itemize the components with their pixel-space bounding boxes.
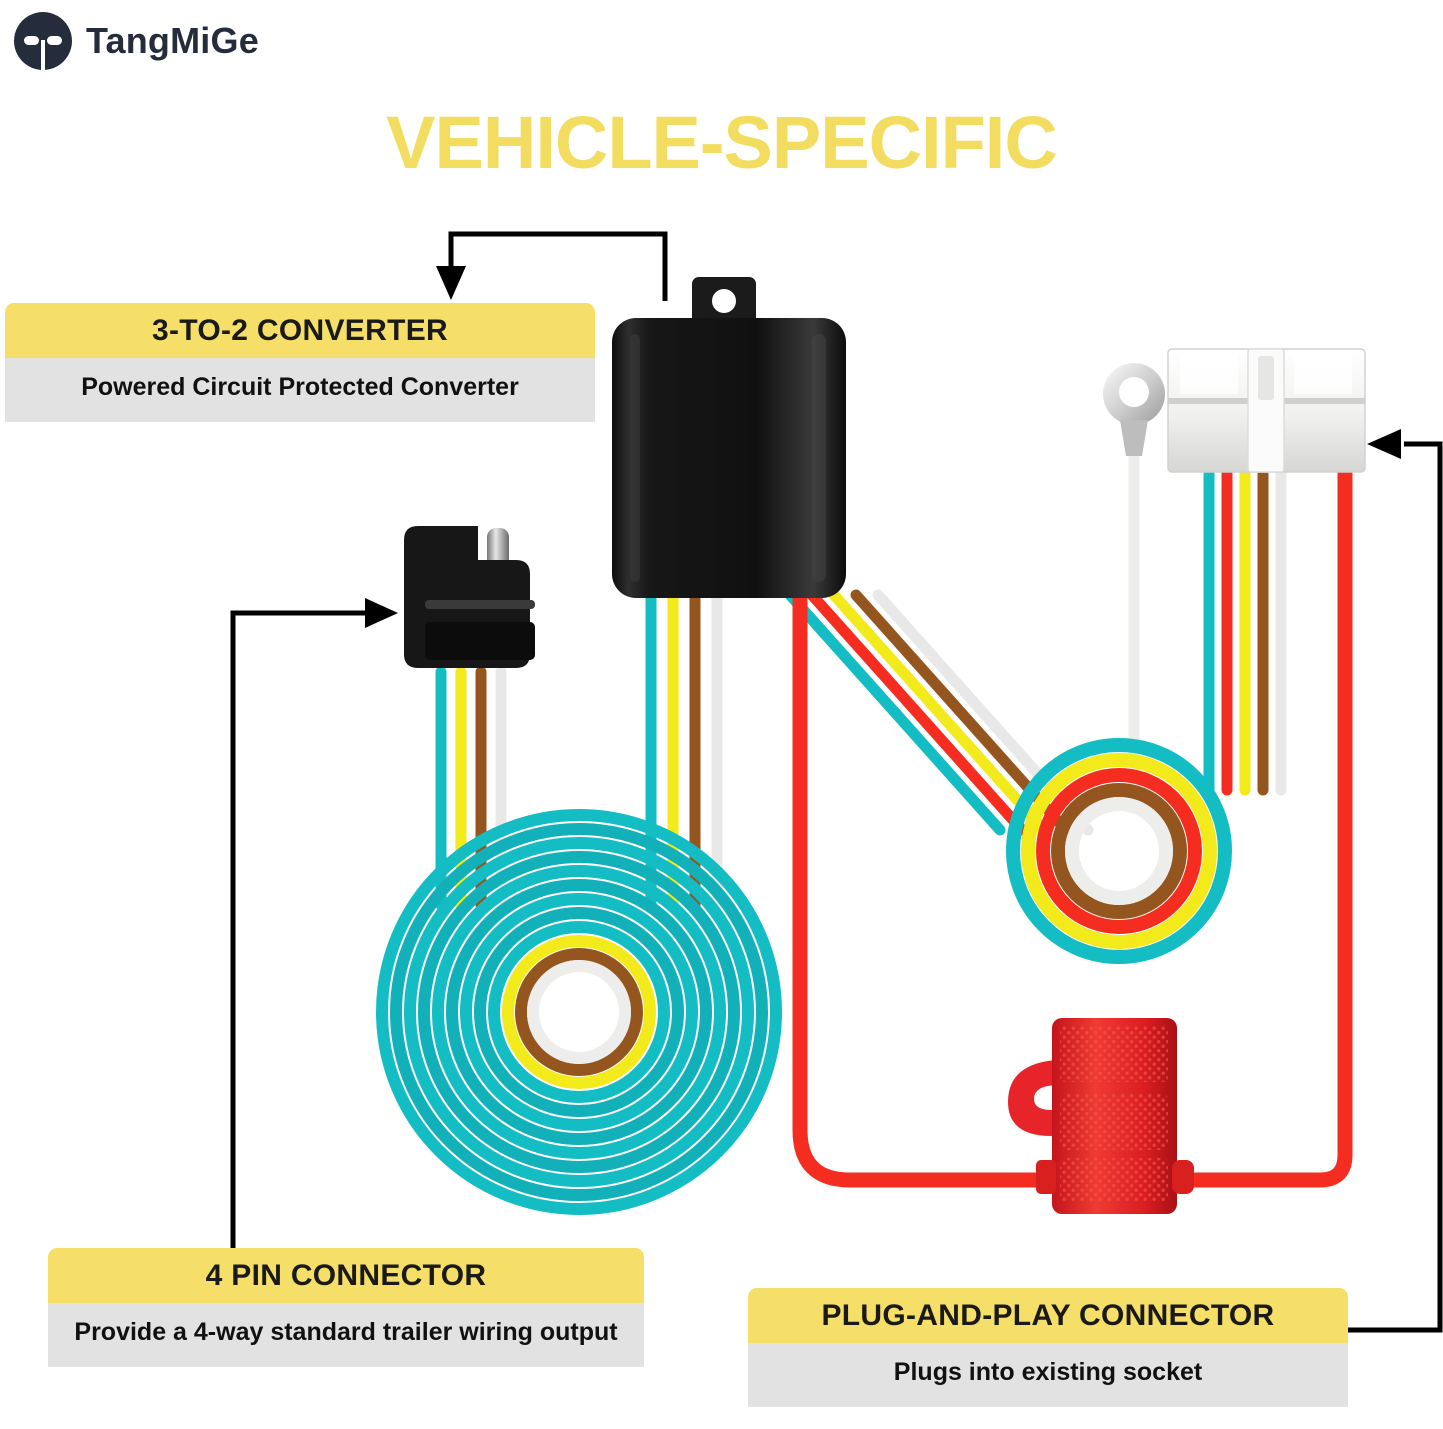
callout-body: Plugs into existing socket bbox=[748, 1343, 1348, 1407]
callout-plug-and-play-connector: PLUG-AND-PLAY CONNECTOR Plugs into exist… bbox=[748, 1288, 1348, 1407]
tangmige-mask-logo-icon bbox=[12, 10, 74, 72]
callout-heading: 3-TO-2 CONVERTER bbox=[5, 303, 595, 358]
converter-module bbox=[612, 277, 846, 598]
callout-3-to-2-converter: 3-TO-2 CONVERTER Powered Circuit Protect… bbox=[5, 303, 595, 422]
leader-line-converter bbox=[448, 231, 668, 301]
brand-logo: TangMiGe bbox=[12, 10, 259, 72]
callout-heading: PLUG-AND-PLAY CONNECTOR bbox=[748, 1288, 1348, 1343]
arrow-head-icon-four-pin bbox=[365, 598, 398, 628]
red-power-wire-loop bbox=[792, 462, 1353, 1188]
callout-4-pin-connector: 4 PIN CONNECTOR Provide a 4-way standard… bbox=[48, 1248, 644, 1367]
inline-fuse-holder bbox=[1008, 1018, 1194, 1214]
page-title: VEHICLE-SPECIFIC bbox=[386, 101, 1058, 184]
right-wire-coil bbox=[1006, 738, 1232, 964]
white-t-connector bbox=[1167, 348, 1366, 473]
brand-name: TangMiGe bbox=[86, 20, 259, 61]
white-connector-down-wires bbox=[1203, 464, 1287, 796]
callout-body: Provide a 4-way standard trailer wiring … bbox=[48, 1303, 644, 1367]
leader-line-four-pin bbox=[230, 610, 366, 1250]
ring-terminal bbox=[1103, 363, 1165, 456]
callout-heading: 4 PIN CONNECTOR bbox=[48, 1248, 644, 1303]
left-wire-coil bbox=[376, 809, 782, 1215]
arrow-head-icon-converter bbox=[436, 266, 466, 300]
leader-line-plug-and-play bbox=[1348, 441, 1443, 1333]
four-pin-connector bbox=[404, 526, 535, 668]
arrow-head-icon-plug-and-play bbox=[1367, 429, 1401, 459]
callout-body: Powered Circuit Protected Converter bbox=[5, 358, 595, 422]
